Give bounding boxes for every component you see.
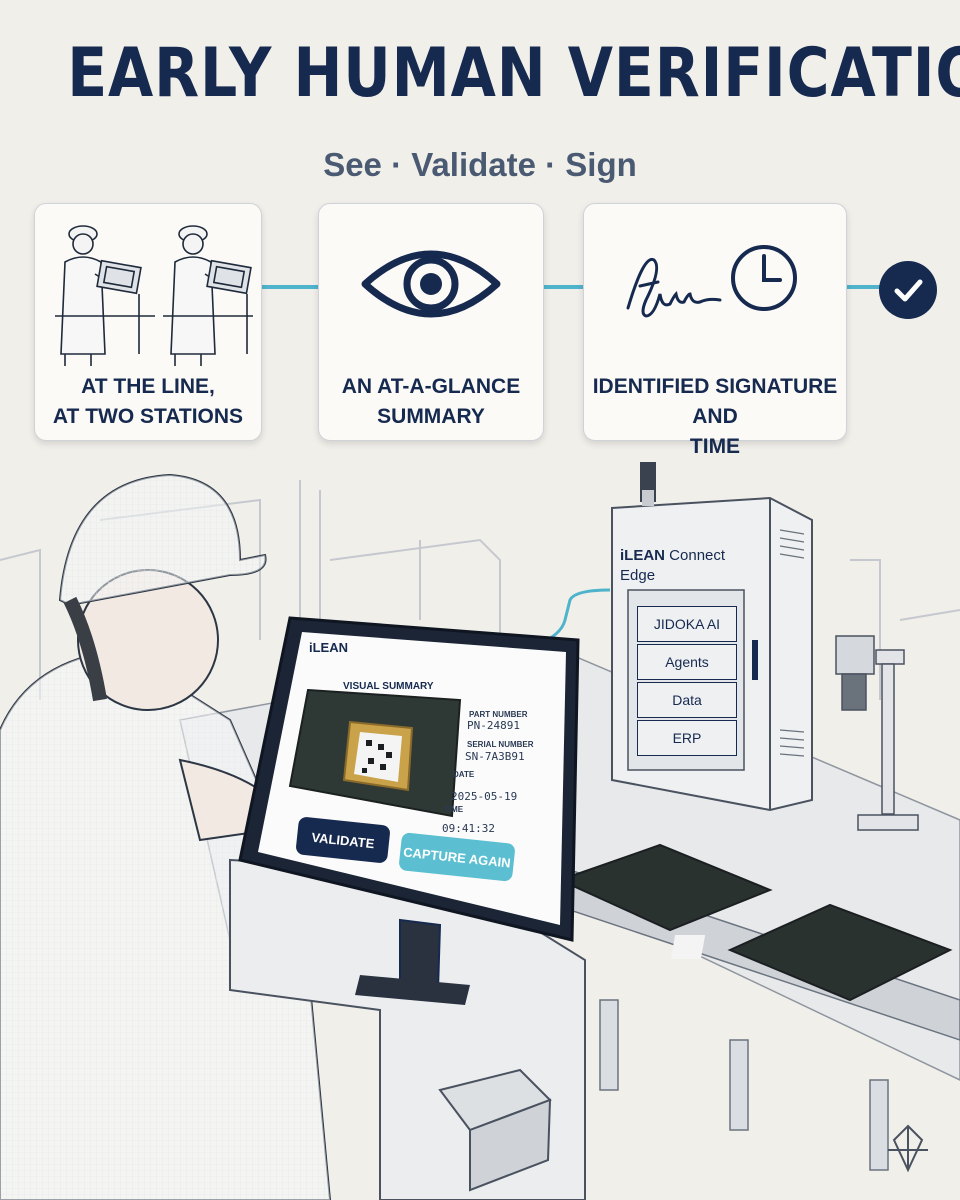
date-label: DATE (453, 770, 475, 779)
operators-at-stations-icon (55, 225, 253, 366)
page-title: EARLY HUMAN VERIFICATION (67, 34, 960, 113)
date-value: 2025-05-19 (451, 790, 518, 803)
eye-icon (361, 250, 501, 318)
factory-scene-illustration (0, 462, 960, 1200)
module-erp: ERP (637, 720, 737, 756)
clock-icon (731, 245, 797, 311)
connector-line (260, 285, 318, 289)
checkmark-icon (879, 261, 937, 319)
signature-icon (626, 257, 722, 318)
visual-summary-title: VISUAL SUMMARY (343, 681, 434, 692)
tablet-brand: iLEAN (309, 640, 348, 655)
operator-figure (0, 473, 362, 1200)
connector-line (542, 285, 583, 289)
step-label: AN AT-A-GLANCE SUMMARY (341, 375, 521, 428)
camera-icon (835, 635, 919, 831)
step-card-signature: IDENTIFIED SIGNATURE AND TIME (583, 203, 847, 458)
serial-number-value: SN-7A3B91 (465, 750, 525, 763)
logo-icon (888, 1124, 928, 1173)
step-label: AT THE LINE, AT TWO STATIONS (52, 375, 244, 428)
module-data: Data (637, 682, 737, 718)
part-number-value: PN-24891 (467, 719, 520, 732)
pcb-board (670, 903, 953, 1002)
edge-cabinet-title: iLEAN Connect Edge (620, 547, 726, 584)
signature-clock-icon (626, 245, 797, 318)
step-label: IDENTIFIED SIGNATURE AND TIME (592, 375, 838, 458)
step-card-stations: AT THE LINE, AT TWO STATIONS (34, 203, 262, 441)
step-card-summary: AN AT-A-GLANCE SUMMARY (318, 203, 544, 441)
module-jidoka-ai: JIDOKA AI (637, 606, 737, 642)
part-number-label: PART NUMBER (469, 710, 528, 719)
time-label: TIME (444, 805, 464, 814)
page-subtitle: See · Validate · Sign (323, 146, 637, 183)
module-agents: Agents (637, 644, 737, 680)
time-value: 09:41:32 (442, 822, 495, 835)
connector-line (845, 285, 881, 289)
serial-number-label: SERIAL NUMBER (467, 740, 534, 749)
